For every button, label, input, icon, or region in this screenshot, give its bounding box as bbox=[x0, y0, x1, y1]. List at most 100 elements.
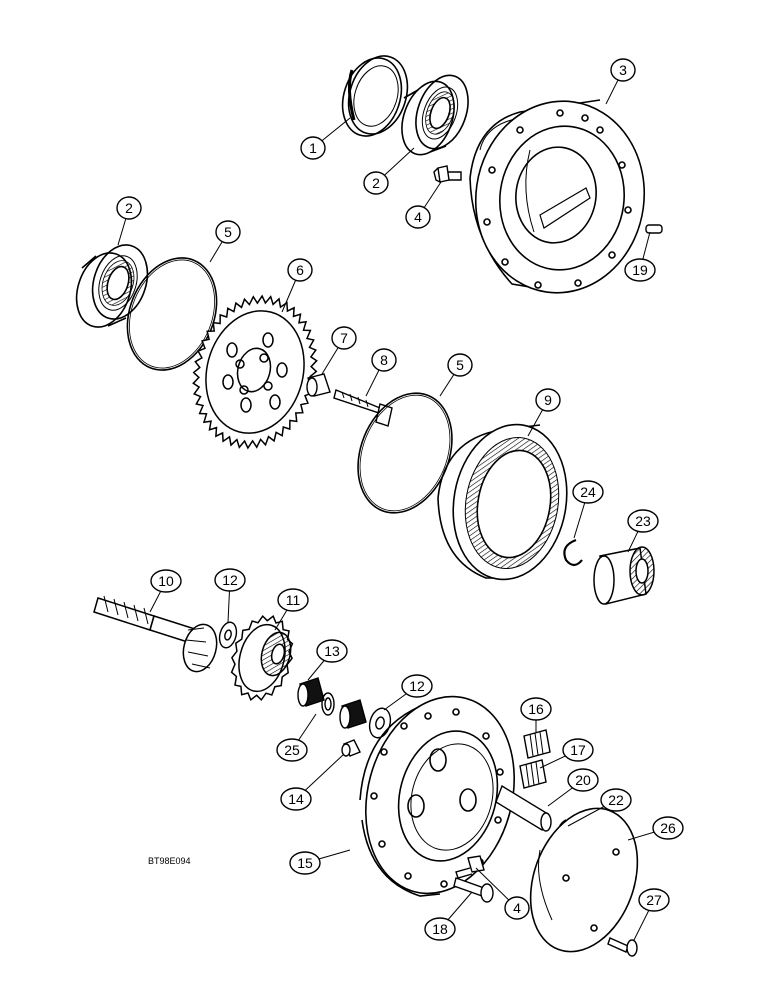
callout-number: 13 bbox=[324, 643, 340, 659]
callout-number: 18 bbox=[432, 921, 448, 937]
callout-number: 23 bbox=[635, 513, 651, 529]
callout-bubble bbox=[300, 136, 326, 160]
callout-number: 8 bbox=[380, 352, 388, 368]
callout-bubble bbox=[627, 509, 659, 533]
callout-bubble bbox=[277, 588, 309, 612]
callout-1: 1 bbox=[300, 136, 326, 160]
part-snap-ring bbox=[564, 540, 582, 565]
part-spring-upper bbox=[524, 730, 550, 758]
part-thrust-washer-upper bbox=[217, 620, 239, 649]
part-spring-lower bbox=[520, 760, 546, 788]
callout-bubble bbox=[150, 569, 182, 593]
callout-25: 25 bbox=[276, 738, 308, 762]
callout-number: 14 bbox=[288, 791, 304, 807]
figure-code: BT98E094 bbox=[148, 856, 191, 866]
part-planet-gear bbox=[232, 616, 296, 700]
part-plug bbox=[342, 740, 360, 756]
callout-22: 22 bbox=[600, 788, 632, 812]
callout-number: 26 bbox=[660, 820, 676, 836]
callout-18: 18 bbox=[424, 917, 456, 941]
callout-bubble bbox=[401, 674, 433, 698]
callout-number: 5 bbox=[224, 224, 232, 240]
callout-bubble bbox=[610, 58, 636, 82]
part-seal bbox=[333, 48, 417, 143]
callout-7: 7 bbox=[331, 326, 357, 350]
callout-23: 23 bbox=[627, 509, 659, 533]
callout-19: 19 bbox=[624, 258, 656, 282]
callout-9: 9 bbox=[535, 388, 561, 412]
callout-number: 4 bbox=[513, 900, 521, 916]
callout-bubble bbox=[562, 738, 594, 762]
callout-5: 5 bbox=[215, 220, 241, 244]
callout-number: 19 bbox=[632, 262, 648, 278]
callout-bubble bbox=[504, 896, 530, 920]
callout-27: 27 bbox=[638, 888, 670, 912]
callout-bubble bbox=[520, 697, 552, 721]
callout-bubble bbox=[289, 851, 321, 875]
callout-number: 10 bbox=[158, 573, 174, 589]
callout-20: 20 bbox=[567, 768, 599, 792]
callout-bubble bbox=[405, 205, 431, 229]
callout-number: 5 bbox=[456, 357, 464, 373]
callout-bubble bbox=[371, 348, 397, 372]
callout-bubble bbox=[567, 768, 599, 792]
part-dowel-pin bbox=[646, 225, 662, 233]
callout-24: 24 bbox=[572, 480, 604, 504]
callout-bubble bbox=[287, 258, 313, 282]
callout-8: 8 bbox=[371, 348, 397, 372]
part-planet-pin bbox=[496, 786, 551, 831]
callout-number: 17 bbox=[570, 742, 586, 758]
part-bearing-lower bbox=[68, 238, 157, 334]
callout-bubble bbox=[116, 196, 142, 220]
part-screw bbox=[608, 938, 637, 956]
callout-12: 12 bbox=[401, 674, 433, 698]
part-bolt-lower bbox=[456, 856, 484, 878]
callout-number: 4 bbox=[414, 209, 422, 225]
part-needle-bearings bbox=[298, 678, 366, 728]
part-thrust-washer-lower bbox=[366, 706, 393, 740]
callout-number: 27 bbox=[646, 892, 662, 908]
callout-5: 5 bbox=[447, 353, 473, 377]
callout-number: 2 bbox=[372, 175, 380, 191]
callout-number: 3 bbox=[619, 62, 627, 78]
callout-number: 2 bbox=[125, 200, 133, 216]
callout-bubble bbox=[535, 388, 561, 412]
callout-bubble bbox=[215, 220, 241, 244]
callout-16: 16 bbox=[520, 697, 552, 721]
callout-bubble bbox=[424, 917, 456, 941]
callout-11: 11 bbox=[277, 588, 309, 612]
part-spacer-washer bbox=[322, 693, 334, 715]
callout-number: 20 bbox=[575, 772, 591, 788]
callout-3: 3 bbox=[610, 58, 636, 82]
callout-2: 2 bbox=[116, 196, 142, 220]
callout-bubble bbox=[638, 888, 670, 912]
part-carrier-plate bbox=[345, 680, 536, 910]
callout-number: 9 bbox=[544, 392, 552, 408]
part-bolt-upper bbox=[434, 166, 461, 182]
callout-number: 1 bbox=[309, 140, 317, 156]
callout-bubble bbox=[280, 787, 312, 811]
callout-bubble bbox=[214, 568, 246, 592]
callout-number: 11 bbox=[286, 592, 301, 608]
callout-4: 4 bbox=[405, 205, 431, 229]
callout-number: 6 bbox=[296, 262, 304, 278]
callout-bubble bbox=[363, 171, 389, 195]
part-spacer bbox=[307, 374, 330, 396]
callout-17: 17 bbox=[562, 738, 594, 762]
callout-4: 4 bbox=[504, 896, 530, 920]
callout-bubbles: 1223445567891011121213141516171819202223… bbox=[116, 58, 684, 941]
callout-bubble bbox=[572, 480, 604, 504]
callout-10: 10 bbox=[150, 569, 182, 593]
callout-bubble bbox=[316, 639, 348, 663]
callout-number: 25 bbox=[284, 742, 300, 758]
part-capscrew bbox=[454, 878, 493, 902]
callout-number: 24 bbox=[580, 484, 596, 500]
callout-bubble bbox=[276, 738, 308, 762]
callout-bubble bbox=[600, 788, 632, 812]
part-bearing-upper bbox=[392, 68, 477, 162]
part-ring-gear bbox=[438, 415, 579, 588]
part-planet-carrier-gear bbox=[193, 296, 318, 448]
callout-2: 2 bbox=[363, 171, 389, 195]
